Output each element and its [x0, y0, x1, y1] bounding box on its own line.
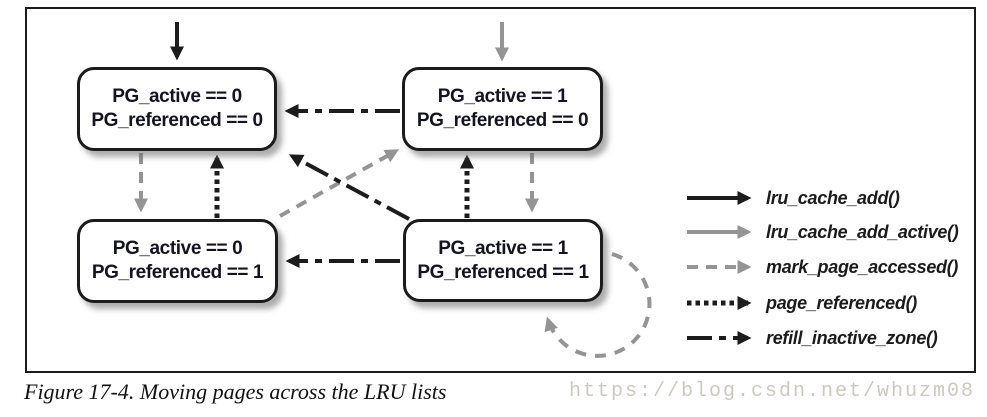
- state-box-active-unreferenced: PG_active == 1 PG_referenced == 0: [402, 67, 603, 151]
- state-line: PG_active == 1: [438, 237, 568, 259]
- legend-label-lru-cache-add-active: lru_cache_add_active(): [766, 222, 959, 242]
- figure-caption: Figure 17-4. Moving pages across the LRU…: [24, 379, 447, 404]
- legend-label-mark-page-accessed: mark_page_accessed(): [766, 257, 959, 277]
- legend-label-lru-cache-add: lru_cache_add(): [766, 188, 900, 208]
- state-line: PG_referenced == 1: [91, 262, 264, 283]
- legend-label-page-referenced: page_referenced(): [766, 293, 917, 313]
- state-box-inactive-referenced: PG_active == 0 PG_referenced == 1: [77, 219, 278, 303]
- state-line: PG_active == 1: [437, 86, 568, 108]
- state-line: PG_referenced == 0: [91, 110, 263, 131]
- state-box-inactive-unreferenced: PG_active == 0 PG_referenced == 0: [77, 67, 277, 151]
- legend-label-refill-inactive-zone: refill_inactive_zone(): [766, 328, 938, 348]
- state-line: PG_active == 0: [112, 238, 243, 260]
- state-line: PG_active == 0: [112, 86, 242, 108]
- watermark: https://blog.csdn.net/whuzm08: [568, 380, 975, 403]
- state-line: PG_referenced == 0: [416, 110, 589, 131]
- state-line: PG_referenced == 1: [417, 261, 589, 283]
- state-box-active-referenced: PG_active == 1 PG_referenced == 1: [403, 219, 603, 302]
